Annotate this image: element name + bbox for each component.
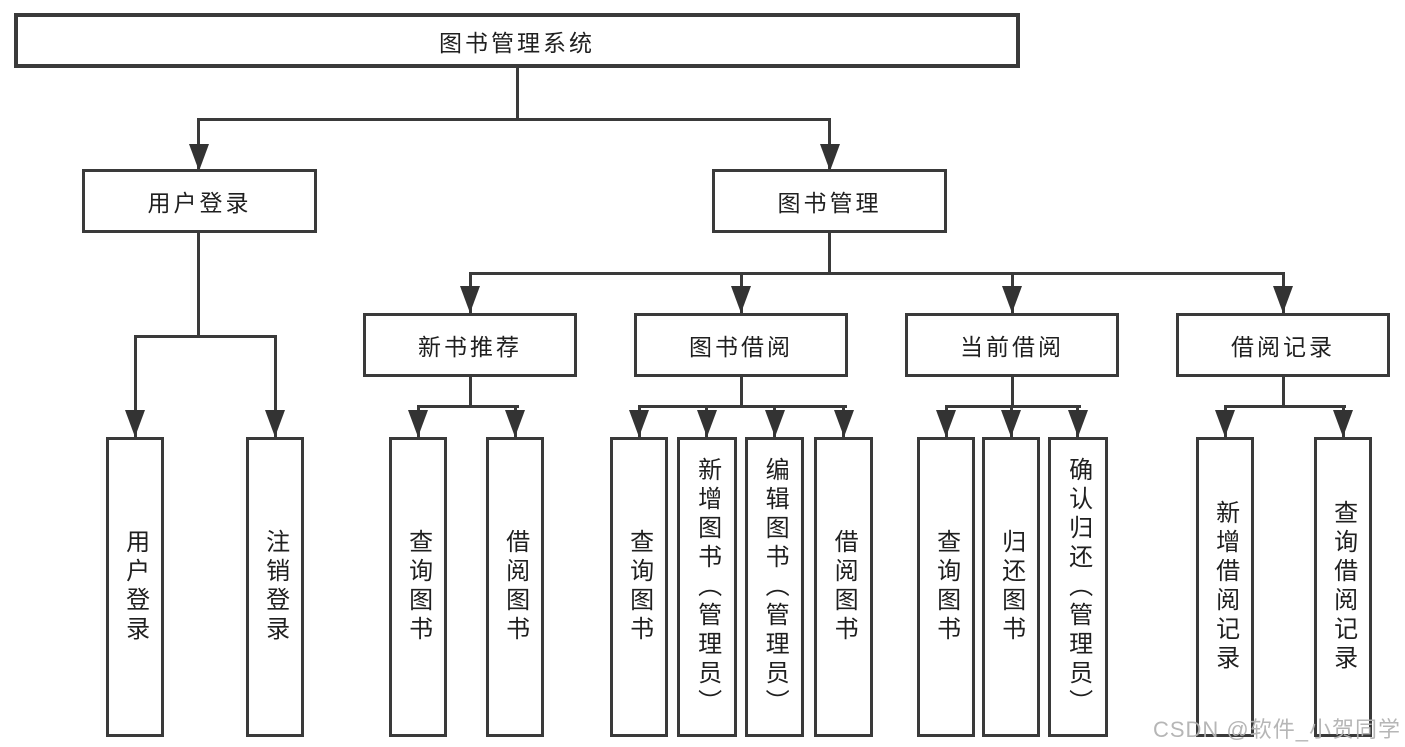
leaf-label: 确认归还（管理员） [1064,456,1092,718]
arrow-down-icon [505,410,525,437]
connector-line [739,377,743,408]
leaf-label: 借阅图书 [830,529,858,645]
arrow-down-icon [936,410,956,437]
node-label: 借阅记录 [1231,334,1335,360]
node-library-management-system: 图书管理系统 [14,13,1020,68]
connector-line [416,405,519,408]
leaf-logout-login: 注销登录 [246,437,304,737]
node-label: 新书推荐 [418,334,522,360]
arrow-down-icon [629,410,649,437]
arrow-down-icon [819,144,840,171]
leaf-query-books-recommend: 查询图书 [389,437,447,737]
node-label: 当前借阅 [960,334,1064,360]
node-new-book-recommendation: 新书推荐 [363,313,577,377]
connector-line [133,335,277,338]
leaf-add-books-admin: 新增图书（管理员） [677,437,737,737]
leaf-borrow-books-recommend: 借阅图书 [486,437,544,737]
arrow-down-icon [731,286,751,313]
leaf-label: 用户登录 [121,529,149,645]
leaf-label: 查询图书 [404,529,432,645]
leaf-query-borrow-record: 查询借阅记录 [1314,437,1372,737]
connector-line [468,272,1285,275]
arrow-down-icon [833,410,854,437]
leaf-label: 归还图书 [997,529,1025,645]
watermark: CSDN @软件_小贺同学 [1152,717,1401,742]
connector-line [828,233,831,275]
leaf-confirm-return-admin: 确认归还（管理员） [1048,437,1108,737]
arrow-down-icon [188,144,209,171]
arrow-down-icon [1002,286,1022,313]
arrow-down-icon [1215,410,1235,437]
leaf-label: 编辑图书（管理员） [761,456,789,718]
arrow-down-icon [1001,410,1021,437]
leaf-user-login: 用户登录 [106,437,164,737]
arrow-down-icon [408,410,428,437]
node-current-borrowing: 当前借阅 [905,313,1119,377]
arrow-down-icon [696,410,717,437]
leaf-add-borrow-record: 新增借阅记录 [1196,437,1254,737]
connector-line [944,405,1081,408]
connector-line [273,335,277,437]
leaf-return-books: 归还图书 [982,437,1040,737]
node-book-borrowing: 图书借阅 [634,313,848,377]
node-book-management: 图书管理 [712,169,947,233]
connector-line [197,118,831,121]
node-label: 图书管理系统 [439,29,595,56]
arrow-down-icon [265,410,285,437]
leaf-query-books-borrowing: 查询图书 [610,437,668,737]
connector-line [468,377,472,408]
leaf-edit-books-admin: 编辑图书（管理员） [745,437,804,737]
node-label: 用户登录 [147,190,252,216]
leaf-label: 查询图书 [625,529,653,645]
arrow-down-icon [1067,410,1088,437]
leaf-label: 查询图书 [932,529,960,645]
leaf-label: 新增图书（管理员） [693,456,721,718]
leaf-label: 借阅图书 [501,529,529,645]
leaf-label: 新增借阅记录 [1211,500,1239,674]
leaf-query-books-current: 查询图书 [917,437,975,737]
connector-line [197,233,200,338]
node-label: 图书借阅 [689,334,793,360]
leaf-borrow-books: 借阅图书 [814,437,873,737]
node-borrowing-records: 借阅记录 [1176,313,1390,377]
node-user-login: 用户登录 [82,169,317,233]
connector-line [133,335,137,437]
leaf-label: 查询借阅记录 [1329,500,1357,674]
arrow-down-icon [460,286,480,313]
arrow-down-icon [1273,286,1293,313]
connector-line [637,405,847,408]
connector-line [1281,377,1285,408]
node-label: 图书管理 [777,190,882,216]
arrow-down-icon [764,410,785,437]
leaf-label: 注销登录 [261,529,289,645]
arrow-down-icon [1333,410,1353,437]
connector-line [1010,377,1014,408]
connector-line [1223,405,1346,408]
connector-line [515,68,519,120]
arrow-down-icon [125,410,145,437]
